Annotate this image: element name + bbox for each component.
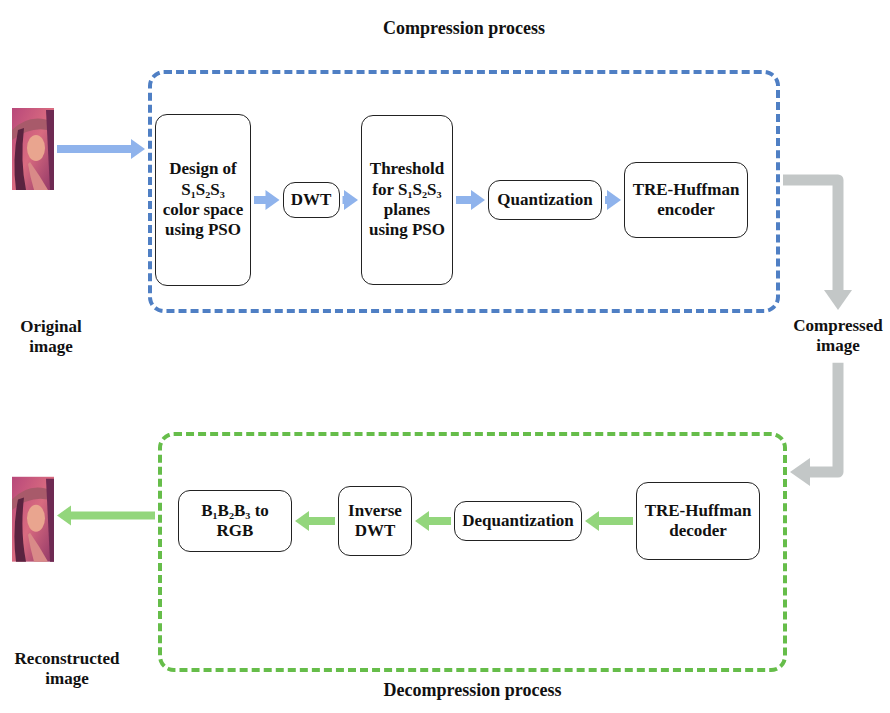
flow-arrow xyxy=(295,511,335,531)
output-label: Compressed image xyxy=(790,316,886,357)
box-label: Design of S₁S₂S₃ color space using PSO xyxy=(162,159,244,241)
process-box: B₁B₂B₃ to RGB xyxy=(178,490,292,552)
process-box: Threshold for S₁S₂S₃ planes using PSO xyxy=(361,115,453,285)
arrow-head xyxy=(131,139,145,159)
process-box: TRE-Huffman encoder xyxy=(624,162,748,238)
box-label: B₁B₂B₃ to RGB xyxy=(185,501,285,542)
shoulder xyxy=(28,162,48,190)
background-post xyxy=(46,479,54,562)
image-caption: Original image xyxy=(11,317,91,358)
flow-arrow xyxy=(585,511,633,531)
arrow-head xyxy=(790,458,810,486)
arrow-head xyxy=(295,511,309,531)
arrow-head xyxy=(415,511,429,531)
box-label: TRE-Huffman decoder xyxy=(643,501,753,542)
flow-arrow xyxy=(783,180,852,310)
arrow-head xyxy=(607,190,621,210)
flow-arrow xyxy=(605,190,621,210)
flow-line xyxy=(598,517,633,525)
arrow-head xyxy=(57,506,71,526)
output-image: Reconstructed image xyxy=(12,473,54,558)
box-label: DWT xyxy=(290,190,333,210)
group-heading: Decompression process xyxy=(162,680,783,702)
flow-arrow xyxy=(456,190,485,210)
image-caption: Compressed image xyxy=(790,316,886,357)
flow-line xyxy=(254,196,267,204)
shoulder xyxy=(28,533,48,562)
face xyxy=(27,135,45,161)
image-caption: Reconstructed image xyxy=(7,649,127,690)
background-post xyxy=(46,110,54,190)
process-box: Dequantization xyxy=(454,501,582,541)
arrow-head xyxy=(344,190,358,210)
box-label: TRE-Huffman encoder xyxy=(631,180,741,221)
arrow-head xyxy=(824,290,852,310)
photo-ground xyxy=(12,108,54,190)
box-label: Threshold for S₁S₂S₃ planes using PSO xyxy=(368,159,446,241)
flow-arrow xyxy=(254,190,280,210)
hair xyxy=(14,497,26,561)
process-box: DWT xyxy=(283,182,340,218)
flow-line xyxy=(428,517,451,525)
decompression-group: Decompression processTRE-Huffman decoder… xyxy=(158,432,787,672)
photo-ground xyxy=(12,477,54,562)
group-heading: Compression process xyxy=(152,18,776,40)
process-box: TRE-Huffman decoder xyxy=(636,482,760,560)
box-label: Quantization xyxy=(495,190,595,210)
process-box: Design of S₁S₂S₃ color space using PSO xyxy=(155,114,251,286)
flow-arrow xyxy=(415,511,451,531)
flow-line xyxy=(70,512,155,520)
process-box: Inverse DWT xyxy=(338,486,412,556)
face xyxy=(27,505,45,532)
lena-photo xyxy=(12,477,54,562)
flow-arrow xyxy=(343,190,359,210)
process-box: Quantization xyxy=(488,180,602,220)
flow-arrow xyxy=(57,506,155,526)
flow-arrow xyxy=(57,139,145,159)
hair xyxy=(14,128,26,190)
lena-photo xyxy=(12,108,54,190)
arrow-head xyxy=(471,190,485,210)
arrow-head xyxy=(266,190,280,210)
flow-line xyxy=(308,517,335,525)
compression-group: Compression processDesign of S₁S₂S₃ colo… xyxy=(148,70,780,313)
input-image: Original image xyxy=(12,108,54,190)
flow-line xyxy=(809,363,838,472)
flow-line xyxy=(57,145,132,153)
flow-arrow xyxy=(790,363,838,486)
arrow-head xyxy=(585,511,599,531)
flow-line xyxy=(456,196,472,204)
box-label: Inverse DWT xyxy=(345,501,405,542)
box-label: Dequantization xyxy=(461,511,575,531)
flow-line xyxy=(783,180,838,291)
